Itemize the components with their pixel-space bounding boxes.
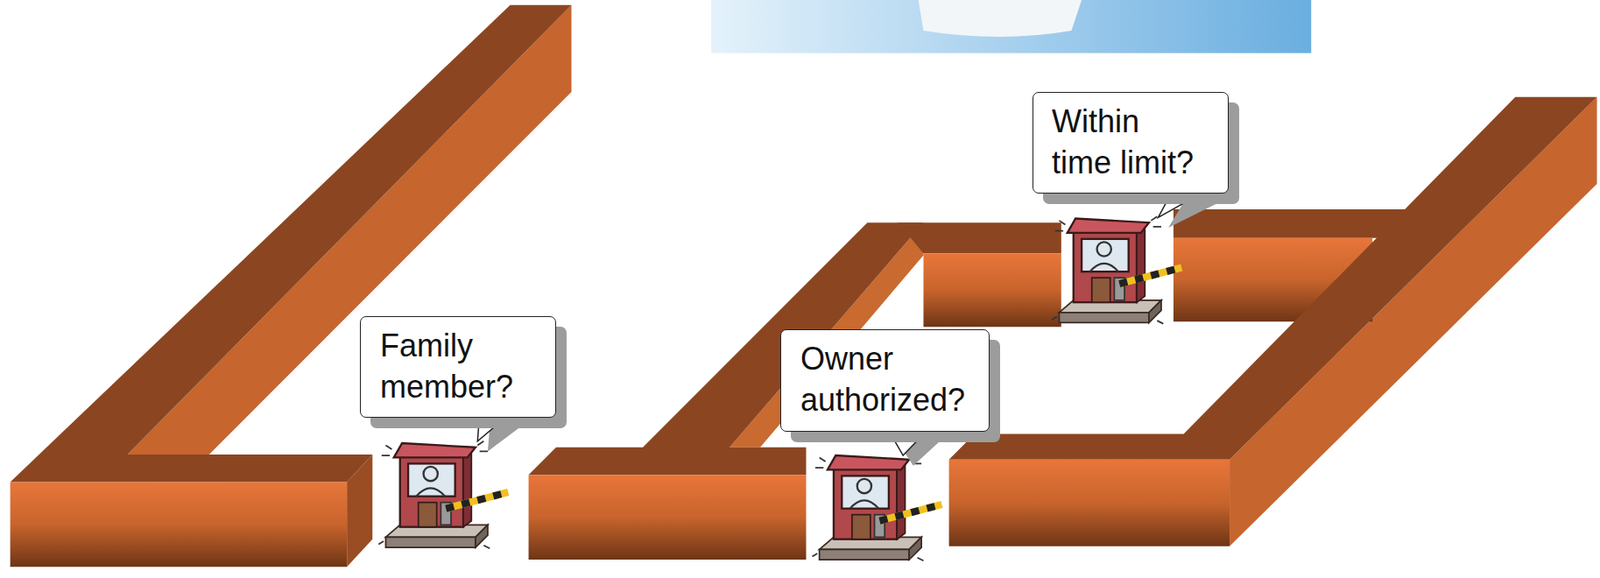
speech-bubble: Within time limit? (1032, 91, 1229, 194)
photo-ground (711, 0, 1312, 54)
inner-walls (528, 97, 1598, 560)
bubble-tails (477, 189, 1220, 466)
bubble-text: Family member? (380, 325, 538, 409)
wall-front (949, 459, 1230, 547)
wall-top (897, 222, 1061, 254)
tail-shadow (487, 426, 521, 452)
wall-front (923, 253, 1061, 327)
bubble-text: Owner authorized? (800, 338, 976, 422)
photo-strip (711, 0, 1312, 54)
bubble-text: Within time limit? (1051, 101, 1201, 184)
wall-front (528, 474, 807, 560)
wall-top (10, 5, 572, 483)
toll-booth (811, 453, 942, 561)
bubble-tail (888, 429, 930, 456)
wall-end (346, 454, 373, 567)
bubble-tail (477, 413, 510, 441)
toll-booth (1051, 216, 1182, 324)
speech-bubble: Family member? (359, 316, 557, 418)
photo-object (918, 0, 1082, 37)
bubble-tail (1157, 189, 1209, 219)
toll-booth (378, 441, 508, 549)
toll-booths (378, 216, 1182, 561)
speech-bubble: Owner authorized? (780, 329, 990, 432)
left-wall (10, 5, 572, 567)
wall-front (10, 481, 348, 567)
